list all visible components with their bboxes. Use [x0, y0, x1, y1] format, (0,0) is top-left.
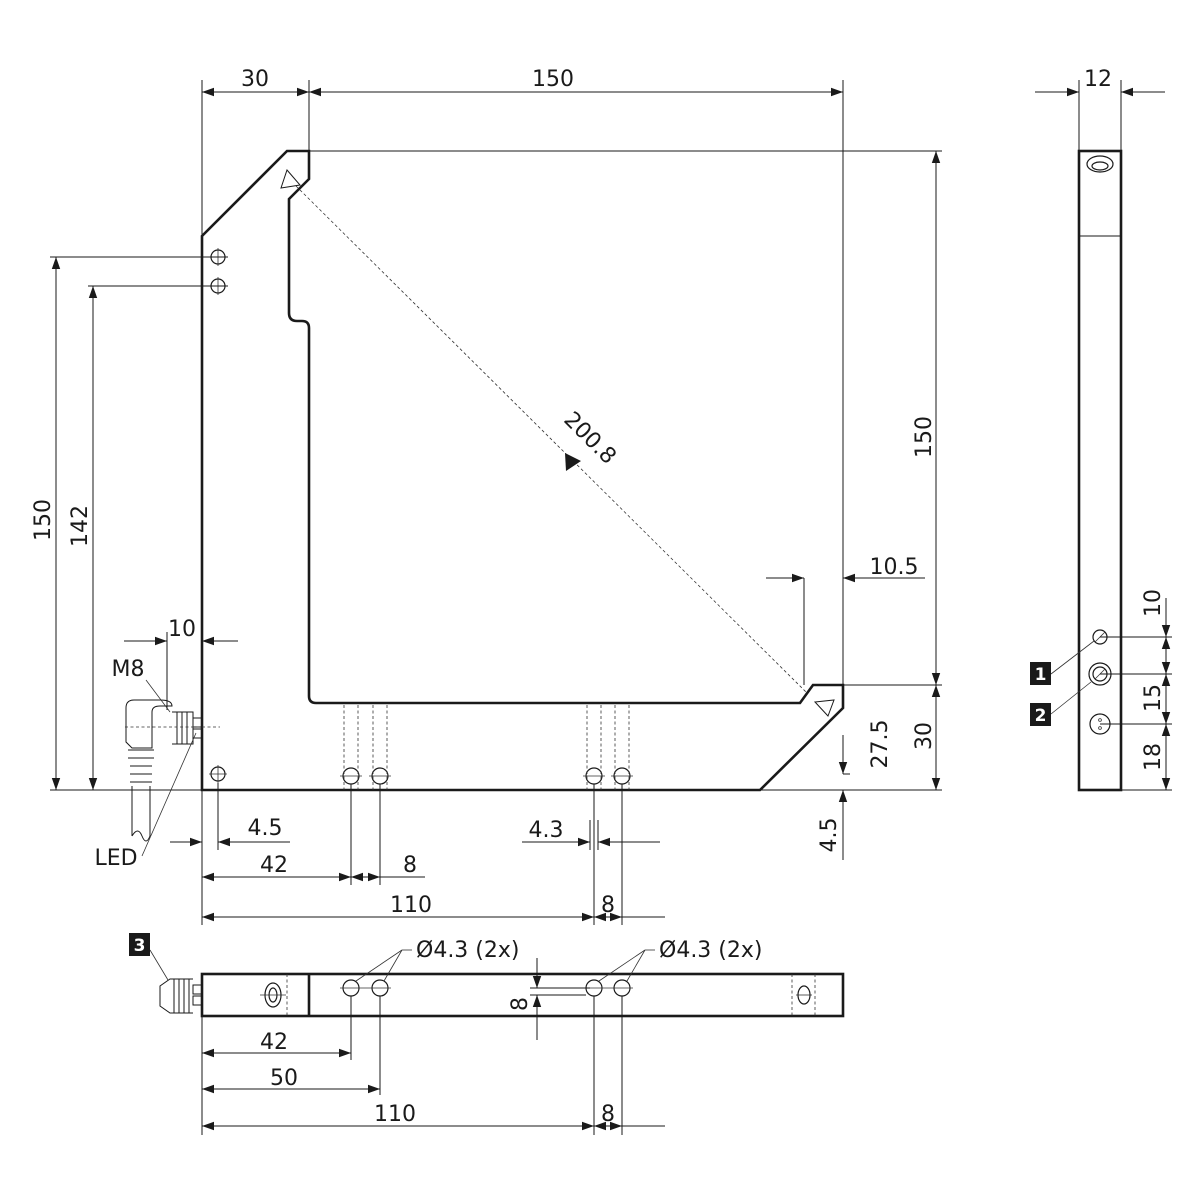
dim-30-right: 30 — [912, 722, 937, 750]
dim-10-5: 10.5 — [870, 555, 919, 580]
dim-15-side: 15 — [1141, 684, 1166, 712]
front-view — [125, 149, 942, 842]
dim-4-3: 4.3 — [529, 818, 564, 843]
badge-2 — [1030, 703, 1051, 726]
dim-12: 12 — [1084, 67, 1112, 92]
dim-8-a: 8 — [403, 853, 417, 878]
dim-10-connector: 10 — [168, 617, 196, 642]
side-view: 12 10 15 18 1 2 — [1030, 67, 1172, 792]
badge-2-label: 2 — [1035, 706, 1047, 726]
label-led: LED — [94, 846, 137, 871]
dim-150-top: 150 — [532, 67, 574, 92]
dim-4-5-right: 4.5 — [817, 818, 842, 853]
callout-hole-right: Ø4.3 (2x) — [659, 938, 762, 963]
label-m8: M8 — [112, 657, 145, 682]
dim-8-bottom: 8 — [601, 1102, 615, 1127]
badge-1 — [1030, 662, 1051, 685]
dim-150-left: 150 — [31, 499, 56, 541]
dim-42-bottom: 42 — [260, 1030, 288, 1055]
dimension-lines — [50, 80, 941, 925]
bottom-view: 3 Ø4.3 (2x) Ø4.3 (2x) 8 42 50 110 8 — [129, 933, 845, 1135]
callout-hole-left: Ø4.3 (2x) — [416, 938, 519, 963]
badge-3 — [129, 933, 150, 956]
dim-30: 30 — [241, 67, 269, 92]
emitter-icon — [280, 169, 301, 189]
dim-110: 110 — [390, 893, 432, 918]
dim-142: 142 — [68, 505, 93, 547]
dim-27-5: 27.5 — [868, 720, 893, 769]
dim-42: 42 — [260, 853, 288, 878]
arrow-icon — [565, 453, 581, 471]
beam-diagonal — [295, 185, 807, 693]
mounting-holes-bottom — [340, 705, 633, 790]
dim-4-5: 4.5 — [248, 816, 283, 841]
badge-3-label: 3 — [134, 936, 146, 956]
dim-110-bottom: 110 — [374, 1102, 416, 1127]
receiver-icon — [813, 699, 835, 717]
badge-1-label: 1 — [1035, 665, 1047, 685]
dim-18-side: 18 — [1141, 743, 1166, 771]
dimension-labels: 30 150 150 142 150 30 27.5 4.5 200.8 10.… — [31, 67, 937, 918]
dim-8-vertical: 8 — [508, 997, 533, 1011]
mounting-holes-left — [209, 248, 227, 783]
dim-8-b: 8 — [601, 893, 615, 918]
sensor-outline — [200, 149, 845, 792]
m8-connector — [125, 699, 220, 842]
dim-150-right: 150 — [912, 416, 937, 458]
dim-50-bottom: 50 — [270, 1066, 298, 1091]
dim-10-side: 10 — [1141, 589, 1166, 617]
